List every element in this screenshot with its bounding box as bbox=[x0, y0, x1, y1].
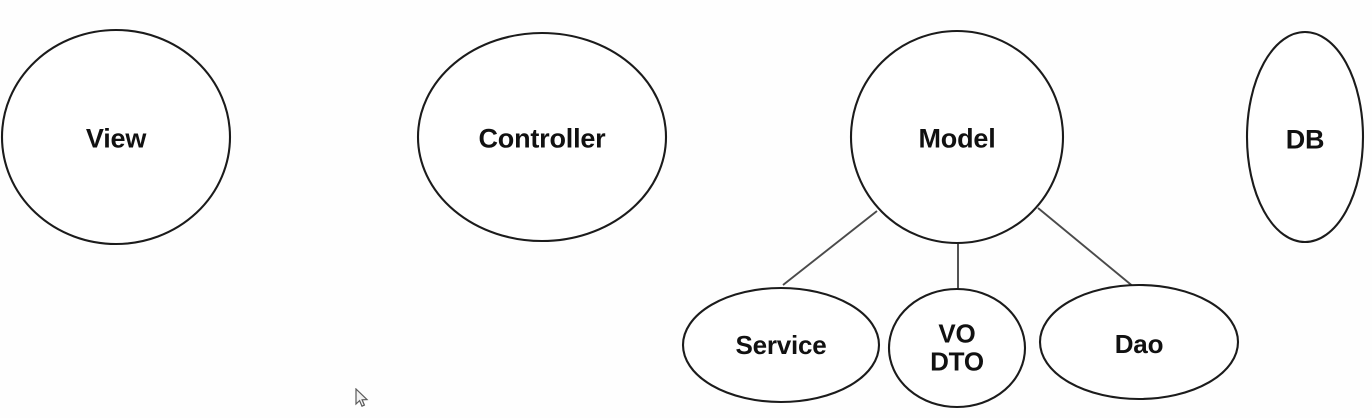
node-model-shape[interactable] bbox=[849, 29, 1065, 245]
node-service-shape[interactable] bbox=[681, 286, 881, 404]
node-vo-dto-shape[interactable] bbox=[887, 287, 1027, 409]
node-controller-shape[interactable] bbox=[416, 31, 668, 243]
node-dao-shape[interactable] bbox=[1038, 283, 1240, 401]
node-db-shape[interactable] bbox=[1245, 30, 1365, 244]
edge-group bbox=[782, 207, 1136, 292]
node-view-shape[interactable] bbox=[0, 28, 232, 246]
mouse-cursor-icon bbox=[355, 388, 369, 408]
edge-model-dao bbox=[1037, 207, 1136, 289]
node-shape-group bbox=[0, 28, 1365, 409]
edge-model-service bbox=[782, 210, 878, 286]
